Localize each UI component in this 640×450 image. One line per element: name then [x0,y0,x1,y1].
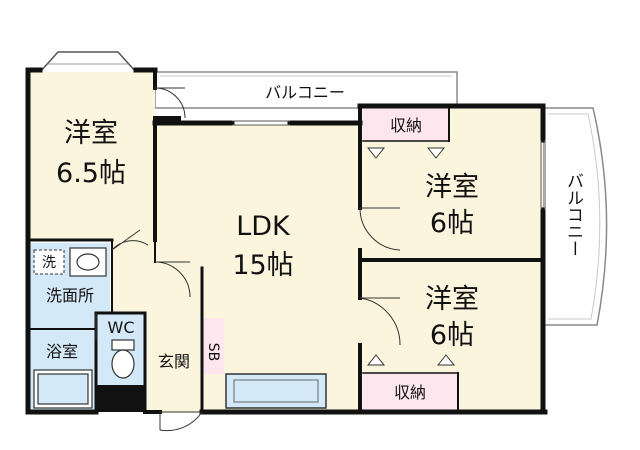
western-room-b-size: 6帖 [430,208,474,239]
storage-top-label: 収納 [390,116,422,135]
bathtub [33,369,93,409]
washer-mark-box [33,249,65,275]
balcony-top-area [154,71,458,109]
toilet-fixture [111,339,135,379]
western-room-c-name: 洋室 [425,284,479,315]
toilet-label: WC [108,318,135,337]
ldk-window [232,120,290,126]
western-room-a-name: 洋室 [64,118,118,149]
balcony-right-label: バルコニー [563,172,583,257]
balcony-top-label: バルコニー [265,83,345,102]
bay-window [39,51,137,73]
washbasin [69,247,107,277]
shoe-box-floor [202,318,224,374]
balcony-right-area [542,107,608,326]
storage-bottom-label: 収納 [394,383,426,402]
doors [95,87,401,432]
kitchen-counter [225,373,327,409]
washroom-label: 洗面所 [46,286,94,305]
western-room-c-size: 6帖 [430,320,474,351]
walls [25,67,548,415]
entrance-label: 玄関 [158,352,190,371]
pipe-shaft [96,385,145,412]
washer-mark-label: 洗 [42,255,56,271]
western-room-a-floor [28,72,155,240]
storage-markers [366,147,456,366]
right-window [540,140,546,210]
western-room-b-name: 洋室 [425,172,479,203]
ldk-name: LDK [236,211,291,242]
shoe-box-label: SB [205,343,221,362]
column-top [155,116,181,125]
western-room-a-size: 6.5帖 [56,158,126,189]
bathroom-label: 浴室 [46,342,78,361]
ldk-size: 15帖 [232,250,293,281]
storage-top-floor [363,108,449,141]
storage-bottom-floor [363,373,458,410]
